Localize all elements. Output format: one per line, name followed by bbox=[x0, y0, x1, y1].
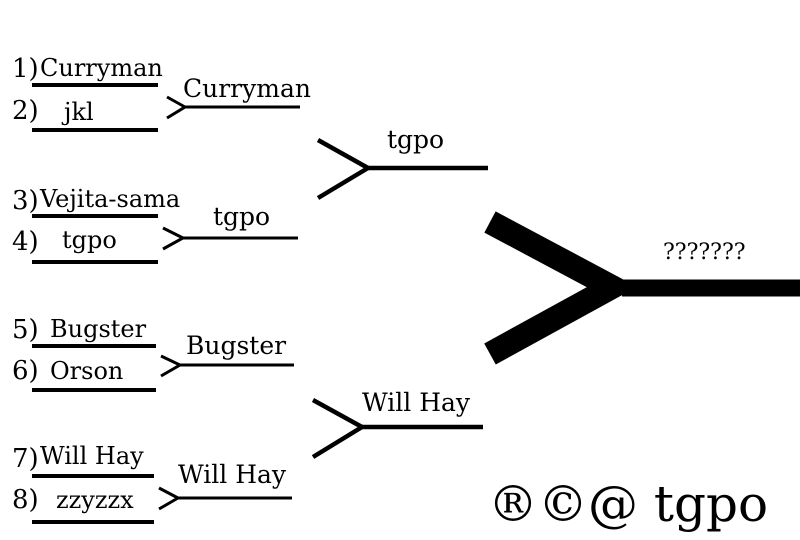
semi-connector-1 bbox=[316, 138, 373, 200]
round3-names: tgpo Will Hay bbox=[362, 125, 471, 417]
round2-name-1: Curryman bbox=[183, 74, 311, 103]
entrant-name-6: Orson bbox=[50, 357, 123, 385]
seed-3: 3) bbox=[12, 186, 39, 216]
entrant-name-3: Vejita-sama bbox=[39, 185, 180, 213]
connector-4 bbox=[158, 486, 182, 511]
seed-1: 1) bbox=[12, 54, 39, 84]
round3-name-2: Will Hay bbox=[362, 388, 471, 417]
round1-names: Curryman jkl Vejita-sama tgpo Bugster Or… bbox=[39, 54, 180, 514]
round1-lines bbox=[32, 83, 158, 524]
seed-5: 5) bbox=[12, 315, 39, 345]
connector-3 bbox=[160, 354, 184, 378]
entrant-name-1: Curryman bbox=[40, 54, 163, 82]
entrant-name-4: tgpo bbox=[62, 226, 117, 254]
final-lines bbox=[484, 211, 800, 365]
entrant-name-7: Will Hay bbox=[40, 442, 144, 470]
round2-name-3: Bugster bbox=[186, 331, 286, 360]
semi-connector-2 bbox=[311, 398, 367, 459]
round2-name-2: tgpo bbox=[213, 202, 270, 231]
entrant-name-8: zzyzzx bbox=[56, 486, 134, 514]
connector-2 bbox=[162, 226, 187, 251]
round2-names: Curryman tgpo Bugster Will Hay bbox=[178, 74, 311, 489]
seed-8: 8) bbox=[12, 485, 39, 515]
round3-name-1: tgpo bbox=[387, 125, 444, 154]
final-connector bbox=[484, 211, 638, 365]
seed-4: 4) bbox=[12, 227, 39, 257]
round2-name-4: Will Hay bbox=[178, 460, 287, 489]
round2-lines bbox=[158, 95, 300, 511]
entrant-name-2: jkl bbox=[61, 98, 94, 126]
seed-2: 2) bbox=[12, 96, 39, 126]
copyright-watermark: ®©@ tgpo bbox=[488, 475, 768, 533]
seed-numbers: 1) 2) 3) 4) 5) 6) 7) 8) bbox=[12, 54, 39, 515]
seed-6: 6) bbox=[12, 356, 39, 386]
seed-7: 7) bbox=[12, 444, 39, 474]
round3-lines bbox=[311, 138, 488, 459]
entrant-name-5: Bugster bbox=[50, 315, 147, 343]
champion-placeholder: ??????? bbox=[663, 240, 746, 265]
